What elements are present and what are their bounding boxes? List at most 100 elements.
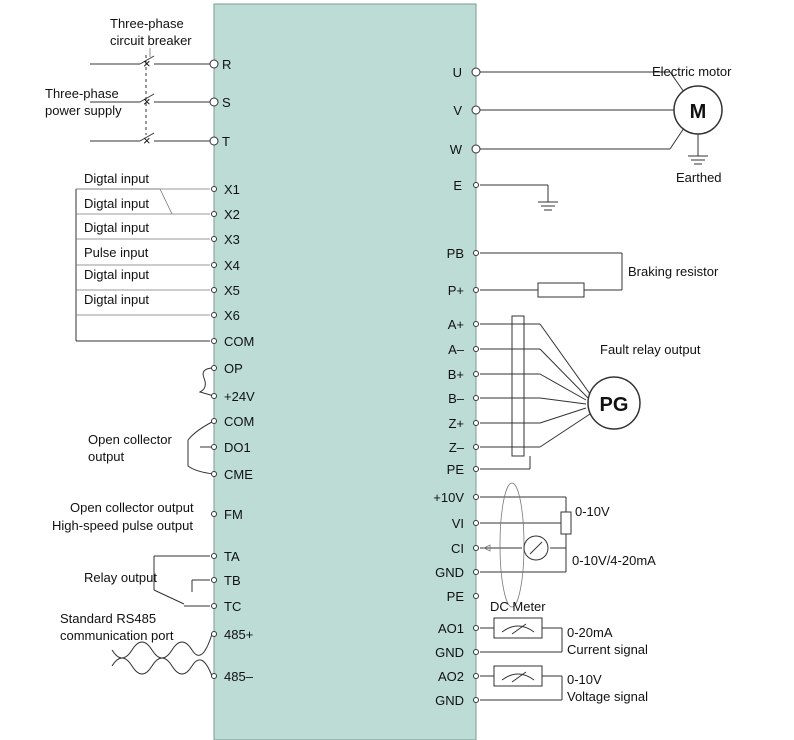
- terminal-ao1[interactable]: [473, 625, 479, 631]
- braking-resistor-wiring: [480, 252, 623, 298]
- terminal-pe1[interactable]: [473, 466, 479, 472]
- terminal-v[interactable]: [471, 105, 481, 115]
- terminal-label-t: T: [222, 134, 230, 149]
- terminal-label-com1: COM: [224, 334, 254, 349]
- label-0-10v-out: 0-10V: [567, 672, 602, 687]
- terminal-r[interactable]: [209, 59, 219, 69]
- terminal-label-24v: +24V: [224, 389, 255, 404]
- terminal-an[interactable]: [473, 346, 479, 352]
- terminal-zn[interactable]: [473, 444, 479, 450]
- label-rs485-line1: Standard RS485: [60, 611, 156, 626]
- terminal-e[interactable]: [473, 182, 479, 188]
- motor-wiring: [480, 71, 708, 165]
- terminal-label-pb: PB: [447, 246, 464, 261]
- terminal-label-pp: P+: [448, 283, 464, 298]
- label-open-collector-line2: output: [88, 449, 125, 464]
- terminal-pb[interactable]: [473, 250, 479, 256]
- terminal-gnd1[interactable]: [473, 569, 479, 575]
- terminal-x5[interactable]: [211, 287, 217, 293]
- analog-output-wiring: [480, 627, 563, 701]
- terminal-x2[interactable]: [211, 211, 217, 217]
- terminal-gnd3[interactable]: [473, 697, 479, 703]
- terminal-pe2[interactable]: [473, 593, 479, 599]
- terminal-485n[interactable]: [211, 673, 217, 679]
- digital-input-wiring: [75, 188, 210, 342]
- terminal-label-zp: Z+: [448, 416, 464, 431]
- terminal-label-gnd2: GND: [435, 645, 464, 660]
- terminal-485p[interactable]: [211, 631, 217, 637]
- label-x6: Digtal input: [84, 292, 149, 307]
- terminal-ci[interactable]: [473, 545, 479, 551]
- terminal-label-485p: 485+: [224, 627, 253, 642]
- pg-symbol: PG: [600, 394, 629, 416]
- terminal-ao2[interactable]: [473, 673, 479, 679]
- terminal-fm[interactable]: [211, 511, 217, 517]
- motor-symbol: M: [690, 101, 707, 123]
- terminal-x6[interactable]: [211, 312, 217, 318]
- relay-wiring: [153, 555, 210, 607]
- terminal-label-ao2: AO2: [438, 669, 464, 684]
- terminal-do1[interactable]: [211, 444, 217, 450]
- label-0-10v: 0-10V: [575, 504, 610, 519]
- encoder-wiring: [480, 315, 591, 470]
- pg-encoder-icon: [587, 376, 641, 430]
- inverter-body: [213, 3, 477, 740]
- terminal-tc[interactable]: [211, 603, 217, 609]
- terminal-zp[interactable]: [473, 420, 479, 426]
- label-breaker-line2: circuit breaker: [110, 33, 192, 48]
- motor-icon: [673, 85, 723, 135]
- terminal-ta[interactable]: [211, 553, 217, 559]
- terminal-label-cme: CME: [224, 467, 253, 482]
- label-x5: Digtal input: [84, 267, 149, 282]
- terminal-label-10v: +10V: [433, 490, 464, 505]
- terminal-x4[interactable]: [211, 262, 217, 268]
- label-0-10v-4-20ma: 0-10V/4-20mA: [572, 553, 656, 568]
- label-relay-output: Relay output: [84, 570, 157, 585]
- terminal-com1[interactable]: [211, 338, 217, 344]
- terminal-label-x4: X4: [224, 258, 240, 273]
- terminal-w[interactable]: [471, 144, 481, 154]
- label-x1: Digtal input: [84, 171, 149, 186]
- terminal-label-op: OP: [224, 361, 243, 376]
- terminal-ap[interactable]: [473, 321, 479, 327]
- terminal-bp[interactable]: [473, 371, 479, 377]
- terminal-op[interactable]: [211, 365, 217, 371]
- terminal-tb[interactable]: [211, 577, 217, 583]
- terminal-vi[interactable]: [473, 520, 479, 526]
- terminal-label-zn: Z–: [449, 440, 465, 455]
- terminal-label-do1: DO1: [224, 440, 251, 455]
- terminal-x1[interactable]: [211, 186, 217, 192]
- terminal-label-tb: TB: [224, 573, 241, 588]
- terminal-u[interactable]: [471, 67, 481, 77]
- terminal-com2[interactable]: [211, 418, 217, 424]
- terminal-pp[interactable]: [473, 287, 479, 293]
- terminal-label-x5: X5: [224, 283, 240, 298]
- terminal-label-pe2: PE: [447, 589, 465, 604]
- terminal-10v[interactable]: [473, 494, 479, 500]
- label-rs485-line2: communication port: [60, 628, 174, 643]
- terminal-gnd2[interactable]: [473, 649, 479, 655]
- terminal-label-x6: X6: [224, 308, 240, 323]
- terminal-label-ci: CI: [451, 541, 464, 556]
- label-current-signal: Current signal: [567, 642, 648, 657]
- svg-text:×: ×: [143, 56, 151, 71]
- label-x2: Digtal input: [84, 196, 149, 211]
- label-power-line2: power supply: [45, 103, 122, 118]
- terminal-label-bp: B+: [448, 367, 464, 382]
- svg-text:×: ×: [143, 133, 151, 148]
- terminal-label-485n: 485–: [224, 669, 254, 684]
- label-dc-meter: DC Meter: [490, 599, 546, 614]
- terminal-t[interactable]: [209, 136, 219, 146]
- terminal-label-fm: FM: [224, 507, 243, 522]
- terminal-label-ta: TA: [224, 549, 240, 564]
- terminal-label-pe1: PE: [447, 462, 465, 477]
- terminal-24v[interactable]: [211, 393, 217, 399]
- terminal-s[interactable]: [209, 97, 219, 107]
- terminal-cme[interactable]: [211, 471, 217, 477]
- three-phase-lines: × × ×: [90, 55, 210, 148]
- terminal-label-com2: COM: [224, 414, 254, 429]
- terminal-x3[interactable]: [211, 236, 217, 242]
- terminal-bn[interactable]: [473, 395, 479, 401]
- label-electric-motor: Electric motor: [652, 64, 732, 79]
